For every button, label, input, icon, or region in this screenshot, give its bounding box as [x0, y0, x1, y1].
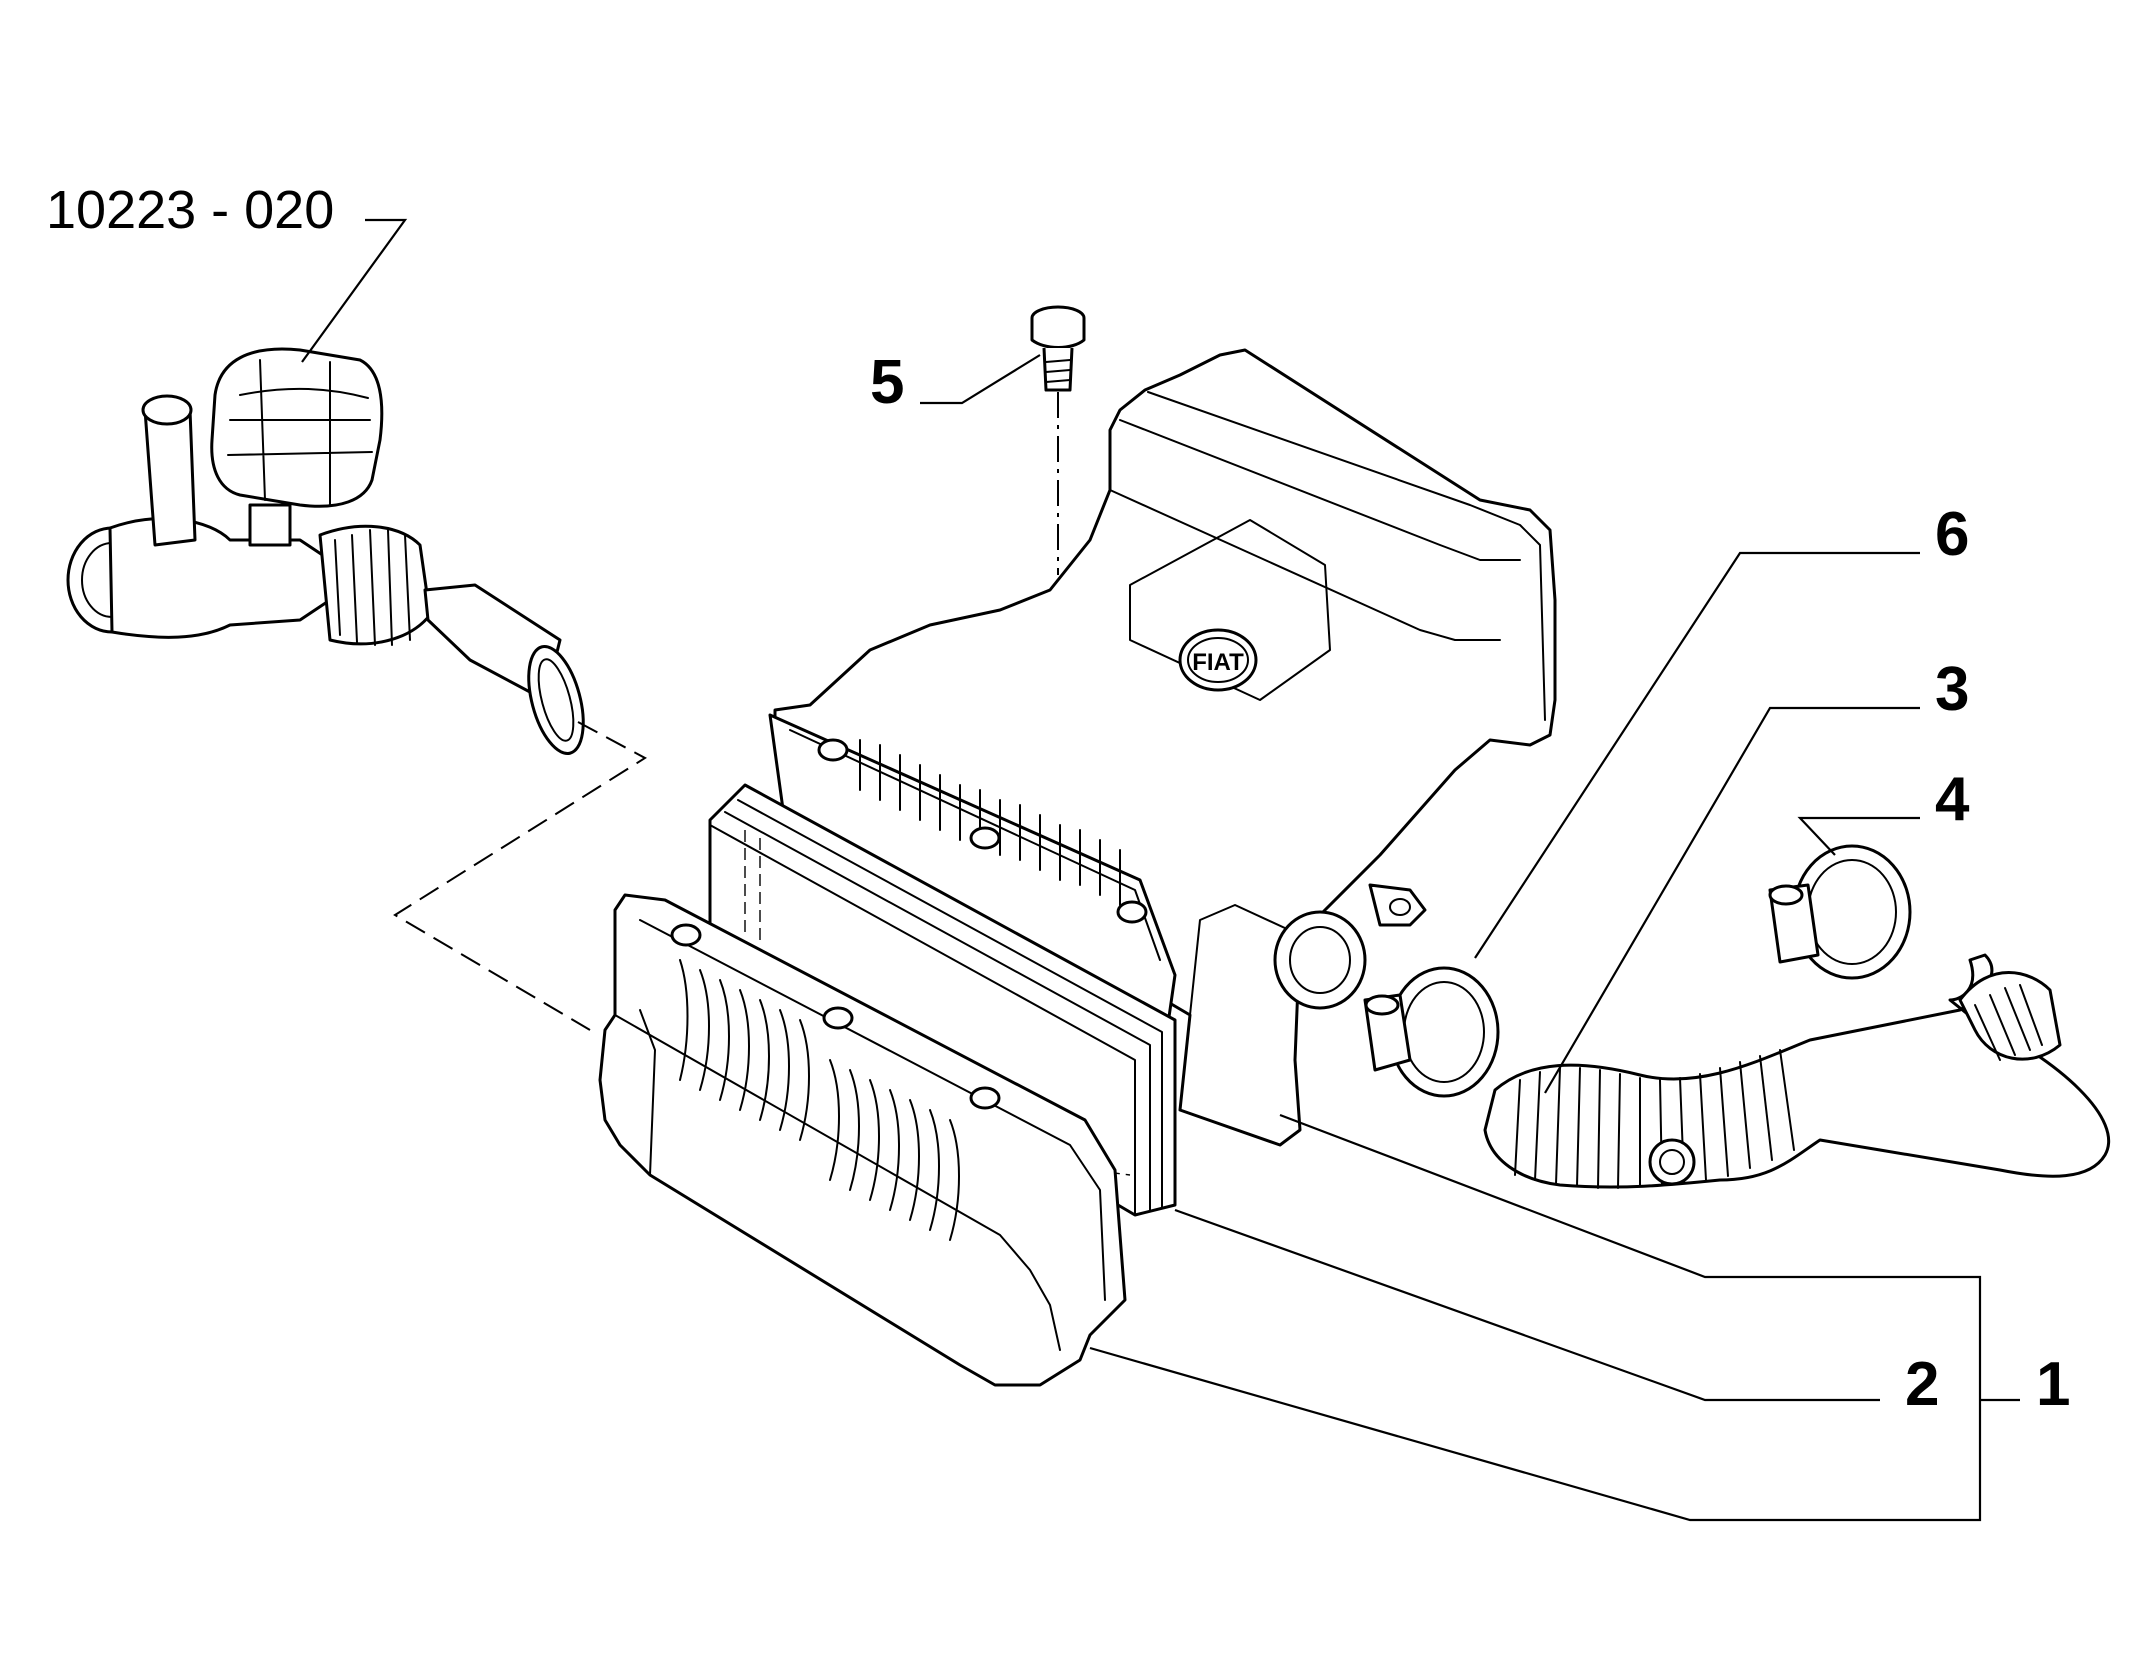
leader-6 [1474, 551, 1920, 959]
callout-1: 1 [2036, 1350, 2070, 1419]
leader-reference [301, 218, 408, 363]
callout-5: 5 [870, 348, 904, 417]
air-hose-part-3 [1483, 953, 2111, 1189]
leader-4 [1797, 816, 1920, 856]
callout-2: 2 [1905, 1350, 1939, 1419]
leader-5 [920, 354, 1041, 405]
callout-3: 3 [1935, 655, 1969, 724]
hose-clamp-part-6 [1363, 966, 1500, 1098]
callout-4: 4 [1935, 765, 1970, 834]
leader-2 [1174, 1208, 1880, 1402]
bolt-part-5 [1030, 305, 1086, 392]
intake-pipe-assembly [66, 347, 585, 755]
filter-cover [598, 893, 1127, 1387]
connection-line-intake [393, 721, 647, 1031]
logo-text: FIAT [1192, 649, 1244, 676]
callout-6: 6 [1935, 500, 1969, 569]
leader-lines [301, 218, 2020, 1522]
hose-clamp-part-4 [1768, 844, 1912, 980]
reference-label: 10223 - 020 [46, 180, 334, 240]
bracket-1 [1089, 1113, 1982, 1522]
leader-3 [1544, 706, 1920, 1094]
